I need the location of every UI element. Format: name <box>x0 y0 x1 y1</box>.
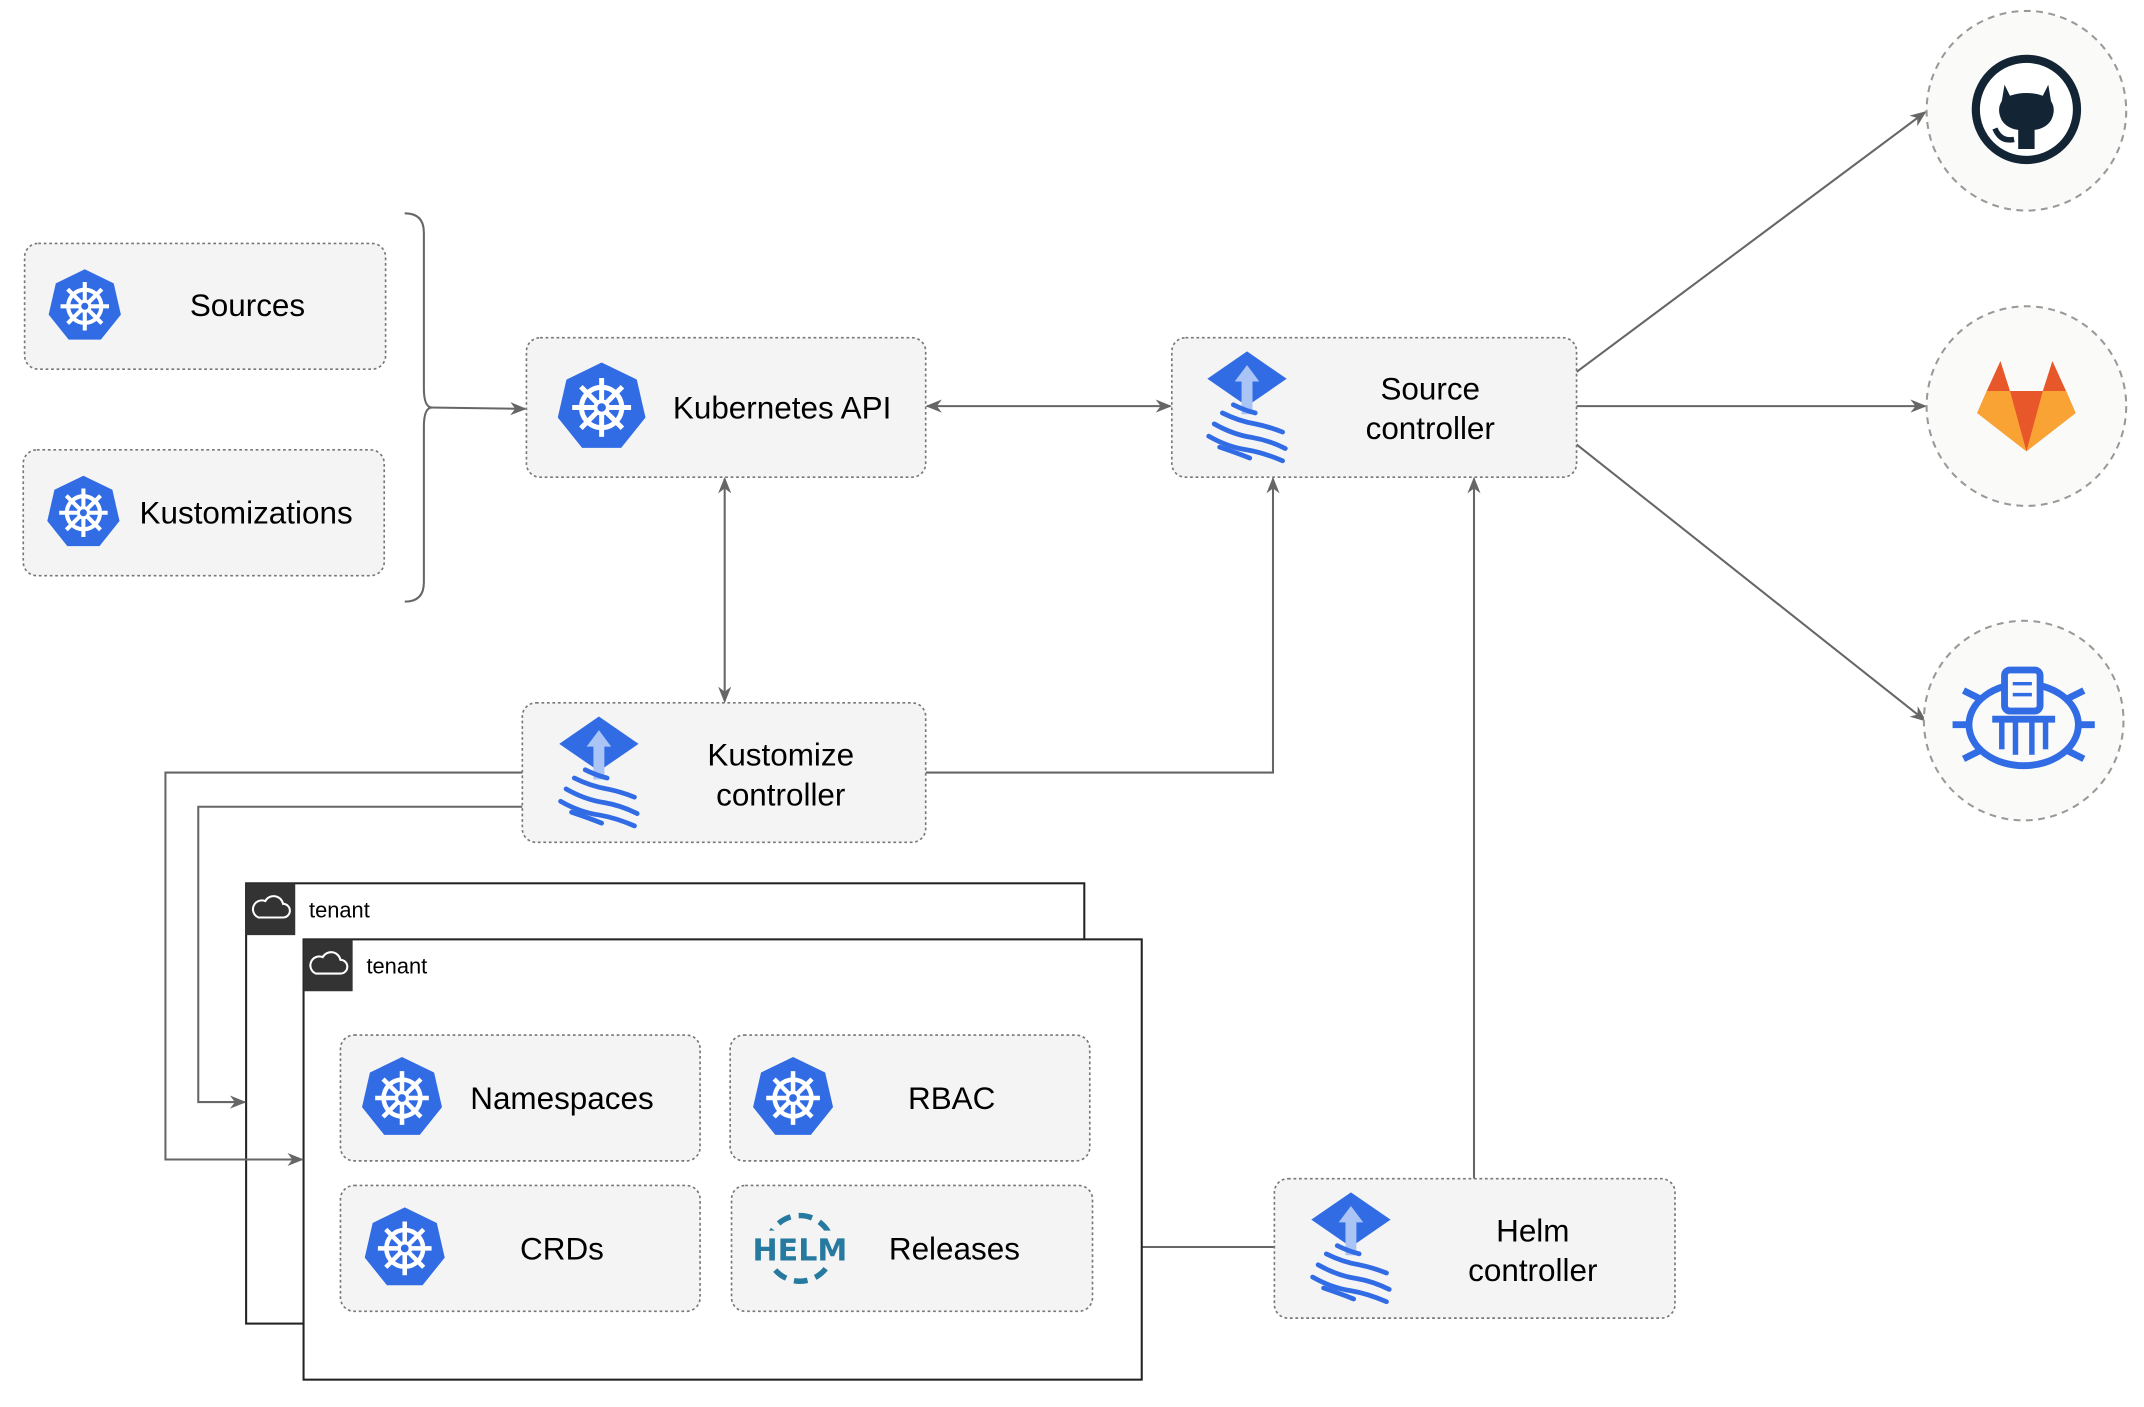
label: Sources <box>190 288 305 323</box>
github-icon <box>1971 54 2082 165</box>
node-source-controller[interactable]: Source controller <box>1170 336 1578 479</box>
edge-crds-to-api <box>429 402 527 416</box>
label: Releases <box>889 1231 1020 1266</box>
tenant-label: tenant <box>366 954 427 979</box>
node-rbac[interactable]: RBAC <box>729 1034 1091 1162</box>
helm-repository-icon <box>1952 666 2095 770</box>
edge-source-to-helmrepo <box>1575 443 1927 722</box>
helm-logo-text: HELM <box>752 1234 847 1269</box>
node-helm-controller[interactable]: Helm controller <box>1273 1177 1676 1319</box>
brace <box>404 212 433 603</box>
node-releases[interactable]: HELM Releases <box>730 1184 1094 1313</box>
cloud-icon <box>303 939 353 992</box>
node-kustomizations[interactable]: Kustomizations <box>22 449 386 577</box>
tenant-label: tenant <box>309 897 370 922</box>
label: RBAC <box>908 1081 995 1116</box>
label: Namespaces <box>470 1081 653 1116</box>
label-line1: Source <box>1380 371 1480 406</box>
label: CRDs <box>520 1231 604 1266</box>
edge-source-to-github <box>1575 111 1927 373</box>
label-line2: controller <box>1366 411 1495 446</box>
node-namespaces[interactable]: Namespaces <box>339 1034 701 1162</box>
label: Kubernetes API <box>673 390 891 425</box>
node-crds[interactable]: CRDs <box>339 1184 701 1313</box>
node-sources[interactable]: Sources <box>23 242 387 371</box>
gitlab-icon <box>1977 360 2076 452</box>
source-gitlab[interactable] <box>1925 305 2128 507</box>
node-kustomize-controller[interactable]: Kustomize controller <box>521 701 927 844</box>
label-line2: controller <box>1468 1253 1597 1288</box>
source-helm-repository[interactable] <box>1922 619 2125 822</box>
cloud-icon <box>246 883 296 936</box>
helm-icon: HELM <box>752 1212 847 1284</box>
label-line1: Helm <box>1496 1214 1569 1249</box>
source-github[interactable] <box>1925 9 2128 212</box>
label: Kustomizations <box>140 496 353 531</box>
edge-kustomize-to-tenant-front <box>164 771 523 1167</box>
label-line1: Kustomize <box>707 738 854 773</box>
node-kubernetes-api[interactable]: Kubernetes API <box>525 336 927 479</box>
label-line2: controller <box>716 777 845 812</box>
edge-kustomize-to-source <box>925 476 1280 774</box>
edge-kustomize-to-tenant-back <box>197 805 523 1109</box>
